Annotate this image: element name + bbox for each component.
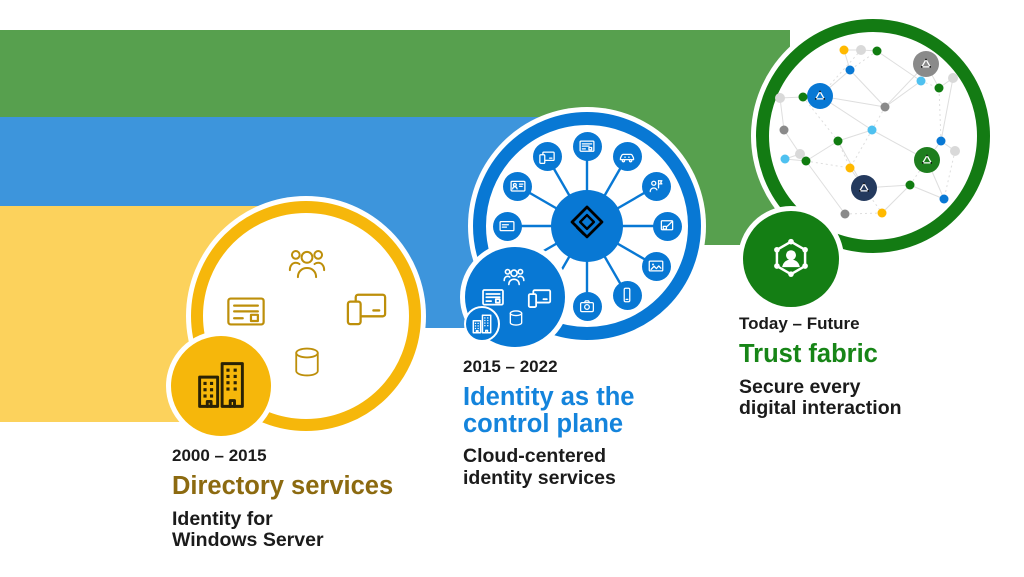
- trust-node: [839, 45, 849, 55]
- database-icon: [288, 343, 326, 381]
- trust-node: [801, 156, 811, 166]
- trust-network: [775, 45, 960, 219]
- phone-icon-circle: [612, 280, 642, 310]
- trust-triangle-icon: [858, 182, 870, 192]
- trust-logo-node-green: [914, 147, 940, 173]
- car-icon-circle: [612, 142, 642, 172]
- credit-card-icon-circle: [492, 211, 522, 241]
- era-control-plane-text: 2015 – 2022 Identity as the control plan…: [463, 357, 634, 489]
- database-icon: [506, 308, 526, 328]
- devices-icon: [526, 284, 553, 311]
- era-title: Trust fabric: [739, 340, 878, 368]
- trust-link: [938, 87, 942, 142]
- trust-link: [943, 150, 956, 200]
- trust-node: [939, 194, 949, 204]
- trust-link: [881, 184, 911, 214]
- trust-link: [849, 50, 878, 71]
- window-edit-icon-circle: [652, 211, 682, 241]
- trust-node: [950, 146, 960, 156]
- trust-node: [856, 45, 866, 55]
- trust-node: [775, 93, 785, 103]
- trust-link: [876, 50, 922, 82]
- era-period: Today – Future: [739, 314, 860, 333]
- trust-triangle-icon: [814, 90, 826, 100]
- trust-logo-node-navy: [851, 175, 877, 201]
- trust-node: [795, 149, 805, 159]
- trust-logo-node-blue: [807, 83, 833, 109]
- trust-node: [934, 83, 944, 93]
- trust-link: [837, 129, 873, 142]
- trust-node: [877, 208, 887, 218]
- trust-node: [880, 102, 890, 112]
- devices-icon: [343, 284, 390, 331]
- trust-link: [909, 184, 945, 200]
- trust-node: [916, 76, 926, 86]
- era-subtitle: Secure every digital interaction: [739, 375, 902, 419]
- id-card-icon: [480, 284, 506, 310]
- trust-link: [940, 77, 954, 142]
- trust-node: [948, 73, 958, 83]
- trust-node: [845, 65, 855, 75]
- license-card-icon-circle: [572, 131, 602, 161]
- people-icon: [286, 243, 328, 285]
- era-subtitle: Identity for Windows Server: [172, 507, 324, 551]
- camera-icon-circle: [572, 291, 602, 321]
- trust-node: [872, 46, 882, 56]
- trust-link: [779, 97, 785, 131]
- identity-hub-circle: [551, 190, 623, 262]
- trust-node: [779, 125, 789, 135]
- picture-icon-circle: [641, 251, 671, 281]
- trust-node: [905, 180, 915, 190]
- trust-node: [936, 136, 946, 146]
- devices-icon-circle: [532, 142, 562, 172]
- era-title: Directory services: [172, 472, 394, 500]
- era-period: 2015 – 2022: [463, 357, 558, 376]
- era-title: Identity as the control plane: [463, 383, 635, 438]
- azure-ad-logo: [564, 203, 610, 249]
- trust-node: [780, 154, 790, 164]
- trust-link: [849, 129, 873, 169]
- trust-link: [802, 96, 839, 142]
- trust-link: [805, 160, 846, 215]
- buildings-icon: [471, 313, 493, 335]
- trust-node: [867, 125, 877, 135]
- trust-logo-node-gray: [913, 51, 939, 77]
- trust-link: [805, 140, 839, 162]
- trust-fabric-badge-circle: [743, 211, 839, 307]
- trust-link: [805, 160, 851, 169]
- trust-triangle-icon: [920, 58, 932, 68]
- trust-node: [833, 136, 843, 146]
- person-flag-icon-circle: [641, 171, 671, 201]
- era-directory-services-text: 2000 – 2015 Directory services Identity …: [172, 446, 393, 552]
- era-subtitle: Cloud-centered identity services: [463, 445, 616, 489]
- trust-node: [840, 209, 850, 219]
- buildings-icon: [194, 358, 248, 412]
- trust-link: [884, 80, 922, 108]
- trust-triangle-icon: [921, 154, 933, 164]
- era-trust-fabric-text: Today – Future Trust fabric Secure every…: [739, 314, 902, 420]
- trust-node: [798, 92, 808, 102]
- person-hexagon-icon: [765, 233, 817, 285]
- people-icon: [502, 265, 526, 289]
- buildings-ring-circle: [464, 306, 500, 342]
- trust-link: [844, 212, 883, 215]
- id-badge-icon-circle: [503, 171, 533, 201]
- trust-link: [849, 69, 886, 108]
- trust-node: [845, 163, 855, 173]
- era-period: 2000 – 2015: [172, 446, 267, 465]
- id-card-icon: [223, 288, 269, 334]
